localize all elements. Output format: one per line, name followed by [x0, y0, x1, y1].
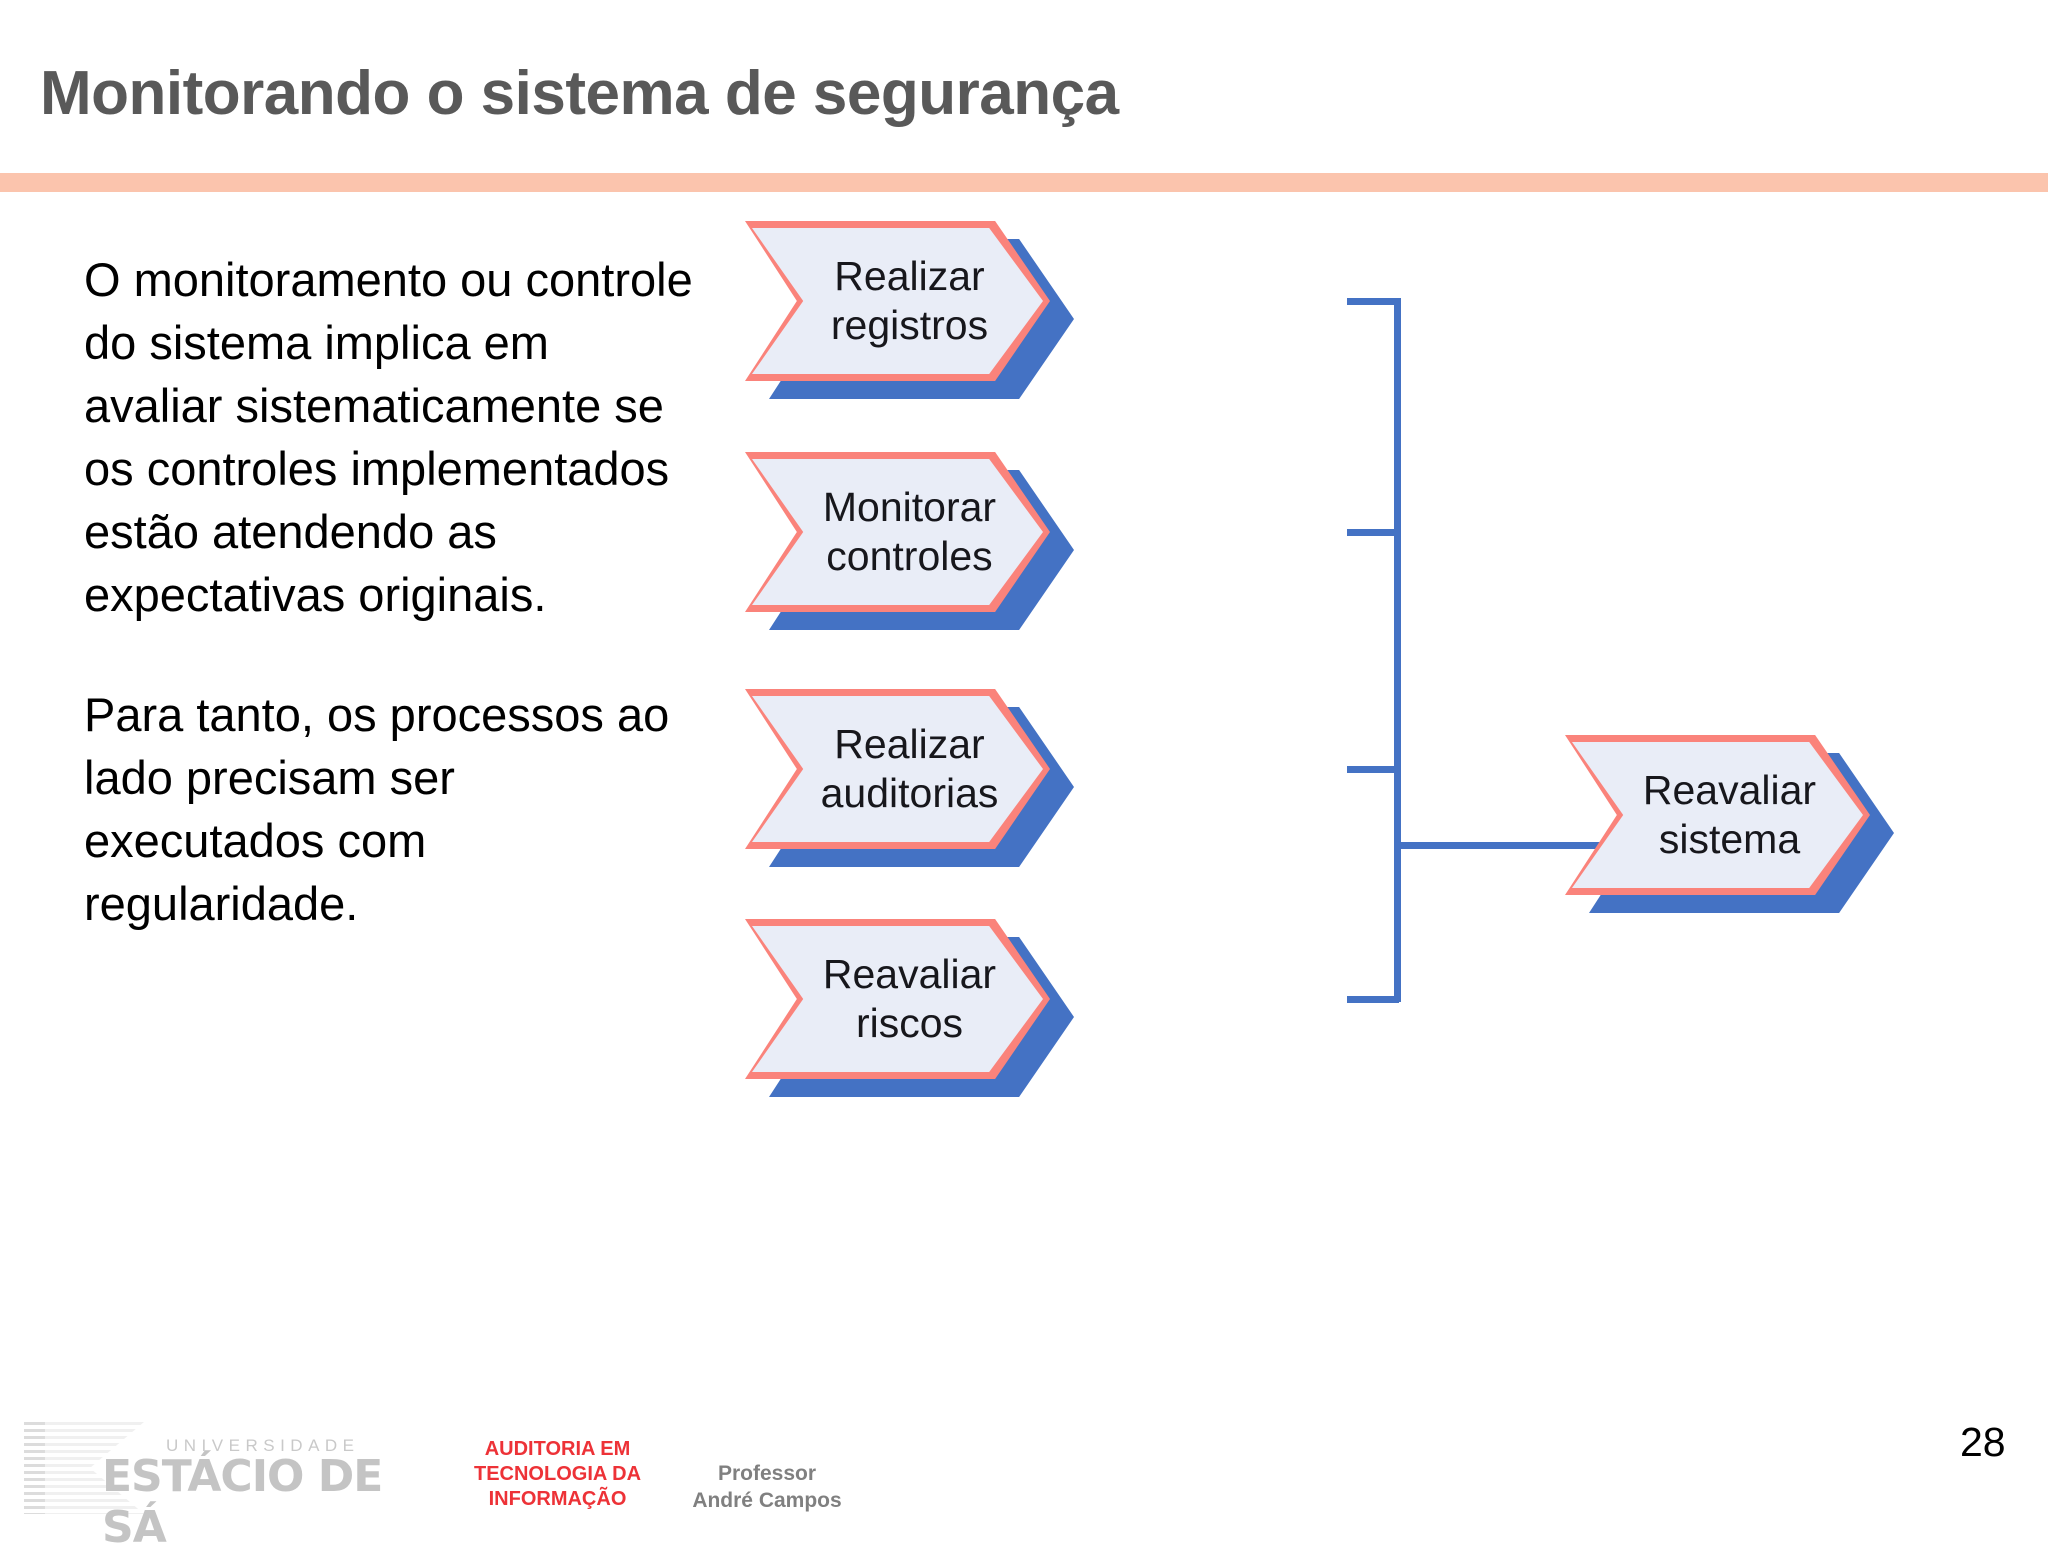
node-chevron: Monitorar controles [745, 452, 1050, 612]
process-node-realizar-auditorias[interactable]: Realizar auditorias [745, 689, 1074, 867]
node-chevron: Reavaliar riscos [745, 919, 1050, 1079]
process-node-realizar-registros[interactable]: Realizar registros [745, 221, 1074, 399]
process-node-monitorar-controles[interactable]: Monitorar controles [745, 452, 1074, 630]
node-label: Monitorar controles [822, 484, 997, 579]
process-node-reavaliar-sistema[interactable]: Reavaliar sistema [1565, 735, 1894, 913]
node-chevron: Reavaliar sistema [1565, 735, 1870, 895]
page-number: 28 [1960, 1419, 2006, 1465]
footer-professor-role: Professor [717, 1462, 817, 1485]
connector-stub-4 [1347, 996, 1399, 1003]
estacio-logo: UNIVERSIDADE ESTÁCIO DE SÁ [18, 1418, 448, 1553]
connector-stub-2 [1347, 529, 1399, 536]
logo-stripes-icon [24, 1422, 94, 1514]
process-node-reavaliar-riscos[interactable]: Reavaliar riscos [745, 919, 1074, 1097]
title-accent-bar [0, 173, 2048, 192]
node-chevron: Realizar auditorias [745, 689, 1050, 849]
body-paragraph-2: Para tanto, os processos ao lado precisa… [84, 688, 670, 930]
node-chevron: Realizar registros [745, 221, 1050, 381]
node-label: Realizar auditorias [820, 721, 999, 816]
node-label: Reavaliar sistema [1642, 767, 1817, 862]
connector-stub-3 [1347, 766, 1399, 773]
logo-universidade-text: UNIVERSIDADE [166, 1436, 360, 1455]
connector-stub-1 [1347, 298, 1399, 305]
footer-course-title: AUDITORIA EM TECNOLOGIA DA INFORMAÇÃO [473, 1438, 642, 1510]
node-label: Realizar registros [830, 253, 989, 348]
page-title: Monitorando o sistema de segurança [40, 59, 1119, 128]
body-paragraph-1: O monitoramento ou controle do sistema i… [84, 253, 693, 621]
footer-professor: Professor André Campos [672, 1460, 862, 1514]
connector-vertical-trunk [1394, 298, 1401, 1002]
footer-professor-name: André Campos [692, 1489, 842, 1512]
logo-estacio-text: ESTÁCIO DE SÁ [102, 1451, 383, 1553]
node-label: Reavaliar riscos [822, 951, 997, 1046]
body-text-block: O monitoramento ou controle do sistema i… [84, 248, 694, 935]
